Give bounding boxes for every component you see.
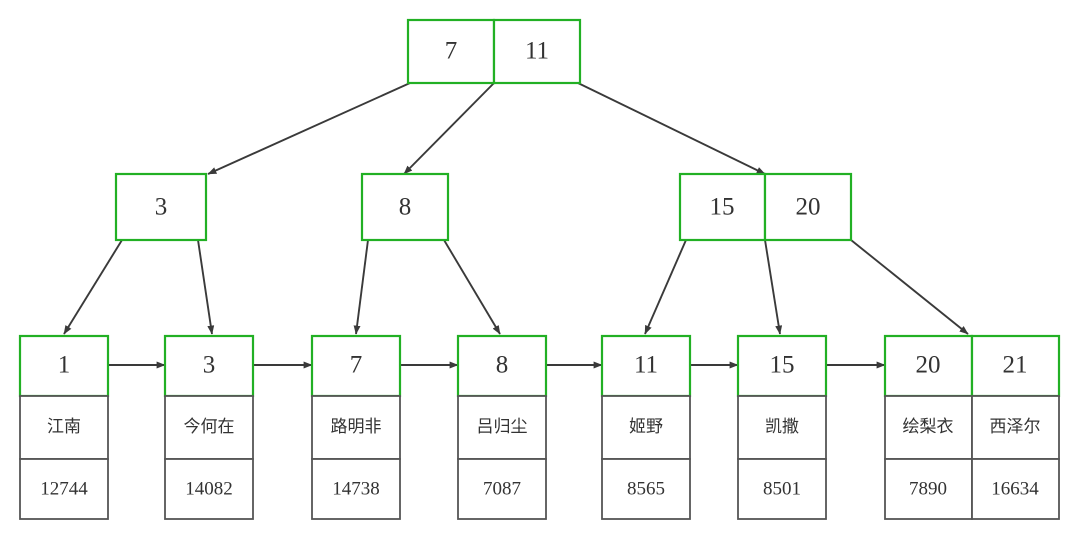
leaf-3-key-text-0: 7 [350,352,363,379]
leaf-5-name-cell-0[interactable] [601,395,691,460]
leaf-7-value-text-1: 16634 [991,478,1039,499]
leaf-6-key-text-0: 15 [770,352,795,379]
leaf-2-value-cell-0[interactable] [164,458,254,520]
internal-2-cell-0[interactable] [360,172,450,242]
leaf-5-name-text-0: 姬野 [629,417,663,436]
internal-1-key-0: 3 [155,194,168,221]
leaf-3-value-text-0: 14738 [332,478,380,499]
internal-3-key-0: 15 [710,194,735,221]
leaf-4-key-cell-0[interactable] [456,334,548,398]
leaf-node-2[interactable]: 3 今何在 14082 [163,334,255,520]
leaf-6-name-text-0: 凯撒 [765,417,799,436]
leaf-2-key-text-0: 3 [203,352,216,379]
leaf-4-name-text-0: 吕归尘 [477,417,528,436]
leaf-1-name-text-0: 江南 [47,417,81,436]
edge-root-to-internal-1 [207,82,411,175]
parent-child-edges [63,82,969,335]
internal-node-1[interactable]: 3 [114,172,208,242]
edge-root-to-internal-3 [577,82,766,175]
leaf-5-key-text-0: 11 [634,352,658,379]
edge-internal-1-to-leaf-1 [63,239,123,335]
leaf-1-value-text-0: 12744 [40,478,88,499]
edge-internal-3-to-leaf-6 [764,239,783,335]
leaf-2-value-text-0: 14082 [185,478,233,499]
leaf-6-name-cell-0[interactable] [737,395,827,460]
leaf-node-4[interactable]: 8 吕归尘 7087 [456,334,548,520]
leaf-3-key-cell-0[interactable] [310,334,402,398]
leaf-6-value-text-0: 8501 [763,478,801,499]
leaf-7-key-text-0: 20 [916,352,941,379]
leaf-5-value-cell-0[interactable] [601,458,691,520]
leaf-7-key-text-1: 21 [1003,352,1028,379]
internal-2-key-0: 8 [399,194,412,221]
leaf-4-value-cell-0[interactable] [457,458,547,520]
internal-3-key-1: 20 [796,194,821,221]
root-cell-1[interactable] [492,18,582,85]
leaf-3-name-cell-0[interactable] [311,395,401,460]
leaf-5-value-text-0: 8565 [627,478,665,499]
internal-3-cell-0[interactable] [678,172,767,242]
leaf-7-name-text-1: 西泽尔 [990,417,1041,436]
root-node[interactable]: 7 11 [406,18,582,85]
root-cell-0[interactable] [406,18,496,85]
leaf-node-1[interactable]: 1 江南 12744 [18,334,110,520]
leaf-2-name-text-0: 今何在 [184,417,235,436]
leaf-4-name-cell-0[interactable] [457,395,547,460]
internal-1-cell-0[interactable] [114,172,208,242]
leaf-7-name-cell-0[interactable] [884,395,973,460]
leaf-6-value-cell-0[interactable] [737,458,827,520]
edge-internal-2-to-leaf-4 [443,239,501,335]
leaf-node-5[interactable]: 11 姬野 8565 [600,334,692,520]
leaf-7-value-text-0: 7890 [909,478,947,499]
leaf-4-value-text-0: 7087 [483,478,521,499]
leaf-3-name-text-0: 路明非 [331,417,382,436]
edge-internal-1-to-leaf-2 [197,239,215,335]
leaf-3-value-cell-0[interactable] [311,458,401,520]
edge-internal-3-to-leaf-5 [644,239,687,335]
edge-internal-2-to-leaf-3 [353,239,369,335]
leaf-7-name-cell-1[interactable] [971,395,1060,460]
internal-node-2[interactable]: 8 [360,172,450,242]
leaf-1-value-cell-0[interactable] [19,458,109,520]
leaf-4-key-text-0: 8 [496,352,509,379]
internal-node-3[interactable]: 15 20 [678,172,853,242]
edge-internal-3-to-leaf-7 [850,239,969,335]
leaf-2-name-cell-0[interactable] [164,395,254,460]
internal-3-cell-1[interactable] [763,172,853,242]
leaf-node-6[interactable]: 15 凯撒 8501 [736,334,828,520]
leaf-2-key-cell-0[interactable] [163,334,255,398]
leaf-1-key-text-0: 1 [58,352,71,379]
leaf-7-value-cell-1[interactable] [971,458,1060,520]
root-key-1: 11 [525,38,549,65]
leaf-7-value-cell-0[interactable] [884,458,973,520]
edge-root-to-internal-2 [403,82,495,175]
leaf-6-key-cell-0[interactable] [736,334,828,398]
leaf-7-name-text-0: 绘梨衣 [903,417,954,436]
leaf-1-key-cell-0[interactable] [18,334,110,398]
root-key-0: 7 [445,38,458,65]
leaf-node-7[interactable]: 20 绘梨衣 7890 21 西泽尔 16634 [883,334,1061,520]
leaf-node-3[interactable]: 7 路明非 14738 [310,334,402,520]
